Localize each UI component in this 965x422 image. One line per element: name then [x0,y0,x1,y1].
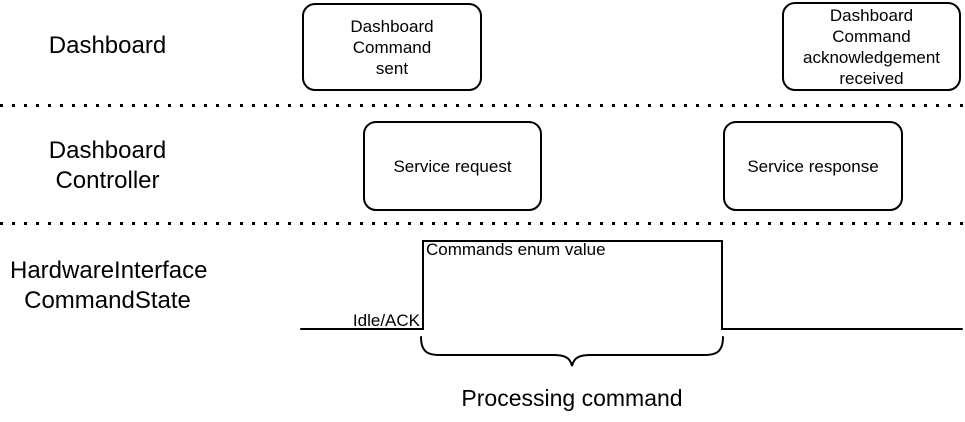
lane-label-dashboard: Dashboard [48,32,167,59]
idle-ack-label: Idle/ACK [352,311,420,330]
event-box-dashboard-command-sent: Dashboard Command sent [302,3,482,91]
event-box-service-request-label: Service request [393,156,512,176]
commands-enum-value-label: Commands enum value [426,240,606,259]
processing-command-label: Processing command [461,385,683,411]
event-box-service-response-label: Service response [747,156,879,176]
lane-separator-top [0,104,965,107]
processing-command-brace [420,336,724,367]
lane-separator-bottom [0,222,965,225]
lane-label-dashboard-controller: Dashboard Controller [48,137,167,194]
command-state-signal-line [300,240,963,330]
event-box-dashboard-command-sent-label: Dashboard Command sent [350,16,434,78]
lane-label-hardwareinterface-commandstate: HardwareInterface CommandState [10,257,208,314]
event-box-service-request: Service request [363,121,542,211]
event-box-service-response: Service response [723,121,903,211]
event-box-dashboard-command-ack-received-label: Dashboard Command acknowledgement receiv… [802,5,941,88]
event-box-dashboard-command-ack-received: Dashboard Command acknowledgement receiv… [782,2,961,91]
